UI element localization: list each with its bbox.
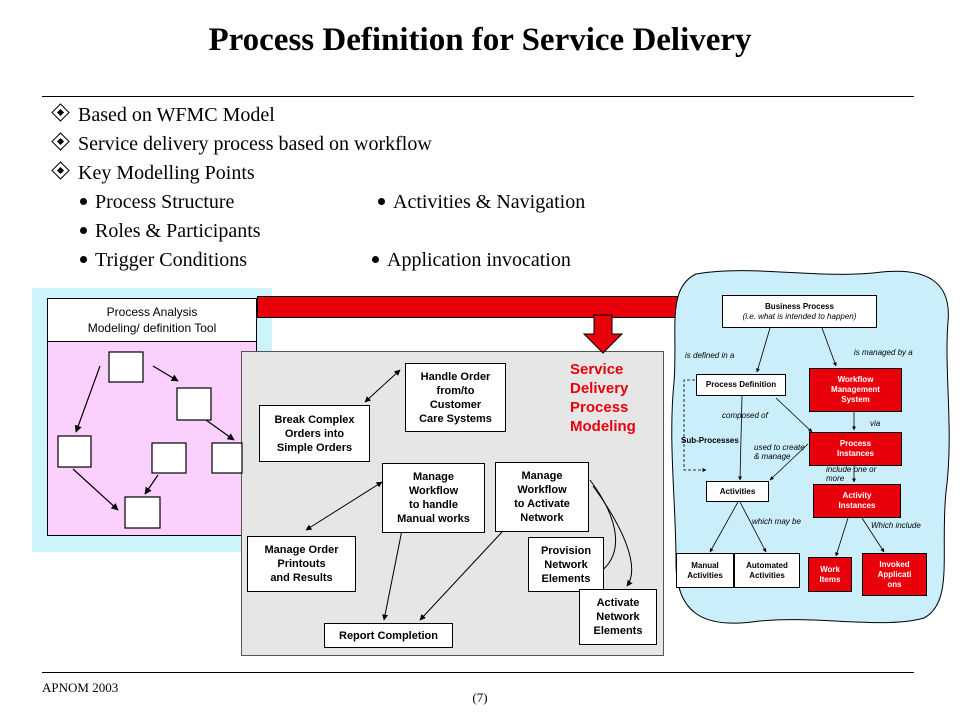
tool-title-box: Process Analysis Modeling/ definition To… — [47, 298, 257, 342]
label-managed: is managed by a — [854, 348, 913, 357]
bullet-text: Based on WFMC Model — [78, 104, 275, 126]
report-completion-box: Report Completion — [324, 623, 453, 648]
manage-printouts-box: Manage Order Printouts and Results — [247, 536, 356, 592]
label-defined: is defined in a — [685, 351, 735, 360]
invoked-apps-box: Invoked Applicati ons — [862, 553, 927, 596]
label-used: used to create & manage — [754, 443, 805, 461]
sub-point-text: Roles & Participants — [95, 220, 261, 242]
activities-box: Activities — [706, 481, 769, 502]
business-process-box: Business Process (i.e. what is intended … — [722, 295, 877, 328]
tool-title: Process Analysis Modeling/ definition To… — [87, 305, 217, 335]
dot-bullet-icon — [80, 256, 87, 263]
handle-order-box: Handle Order from/to Customer Care Syste… — [405, 363, 506, 432]
wms-box: Workflow Management System — [809, 368, 902, 412]
process-definition-box: Process Definition — [696, 374, 786, 396]
manual-activities-box: Manual Activities — [676, 553, 734, 588]
dot-bullet-icon — [80, 227, 87, 234]
wfmc-arrows — [683, 327, 885, 557]
label-via: via — [870, 419, 881, 428]
sub-point-application: Application invocation — [372, 249, 571, 272]
manage-activate-box: Manage Workflow to Activate Network — [495, 462, 589, 532]
dot-bullet-icon — [80, 198, 87, 205]
label-composed: composed of — [722, 411, 768, 420]
red-down-arrow — [582, 314, 624, 354]
business-process-title: Business Process — [765, 301, 834, 311]
activity-instances-box: Activity Instances — [813, 484, 901, 518]
sub-point-trigger: Trigger Conditions — [80, 249, 247, 272]
bullet-service-delivery: Service delivery process based on workfl… — [51, 132, 432, 156]
sdpm-label: Service Delivery Process Modeling — [570, 361, 636, 435]
sub-point-text: Trigger Conditions — [95, 249, 248, 271]
label-include: include one or more — [826, 465, 877, 483]
process-instances-box: Process Instances — [809, 432, 902, 466]
label-which-may: which may be — [752, 517, 801, 526]
bullet-wfmc: Based on WFMC Model — [51, 103, 275, 127]
bullet-text: Service delivery process based on workfl… — [78, 133, 432, 155]
footer-page-number: (7) — [472, 690, 488, 705]
bullet-key-points: Key Modelling Points — [51, 161, 255, 185]
tool-canvas-arrows — [72, 365, 235, 511]
sub-point-process-structure: Process Structure — [80, 191, 234, 214]
automated-activities-box: Automated Activities — [734, 553, 800, 588]
provision-box: Provision Network Elements — [528, 537, 604, 592]
sub-point-text: Application invocation — [387, 249, 571, 271]
dot-bullet-icon — [372, 256, 379, 263]
footer-org: APNOM 2003 — [42, 680, 119, 695]
manage-manual-box: Manage Workflow to handle Manual works — [382, 463, 485, 533]
title-divider — [42, 96, 914, 97]
footer-divider — [42, 672, 914, 673]
label-sub-processes: Sub-Processes — [681, 436, 739, 445]
break-complex-box: Break Complex Orders into Simple Orders — [259, 405, 370, 462]
dot-bullet-icon — [378, 198, 385, 205]
sub-point-text: Process Structure — [95, 191, 235, 213]
activate-network-box: Activate Network Elements — [579, 589, 657, 645]
bullet-text: Key Modelling Points — [78, 162, 255, 184]
work-items-box: Work Items — [808, 557, 852, 592]
sub-point-text: Activities & Navigation — [393, 191, 586, 213]
page-title: Process Definition for Service Delivery — [208, 22, 752, 58]
label-which-include: Which include — [871, 521, 921, 530]
tool-canvas-nodes — [57, 351, 243, 529]
sub-point-activities: Activities & Navigation — [378, 191, 585, 214]
business-process-subtitle: (i.e. what is intended to happen) — [742, 311, 857, 321]
sub-point-roles: Roles & Participants — [80, 220, 261, 243]
